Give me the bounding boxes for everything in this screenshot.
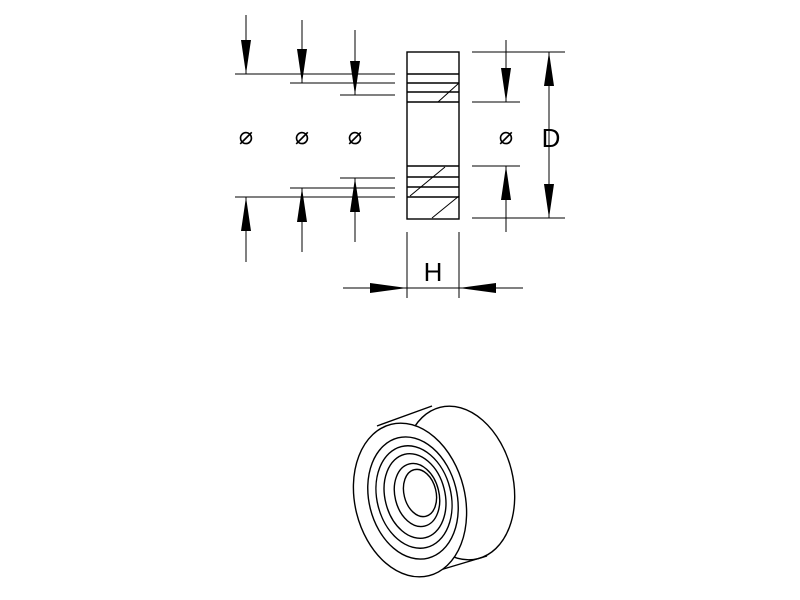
- label-width: H: [424, 257, 443, 287]
- bore-dimension-leader: [501, 40, 511, 232]
- bearing-seal-ring: [375, 445, 453, 549]
- outer-diameter-dimension: [544, 52, 554, 218]
- diameter-symbol-bore: ⌀: [499, 122, 513, 150]
- diameter-symbol-3: ⌀: [348, 122, 362, 150]
- section-lower-hatching: [407, 165, 460, 219]
- bearing-bore: [402, 468, 438, 518]
- label-outer-diameter: D: [542, 123, 561, 153]
- bearing-section-view: [406, 51, 460, 220]
- bearing-outer-ring: [367, 436, 459, 560]
- bearing-top-tangent: [376, 405, 433, 427]
- bearing-bore-edge: [393, 462, 441, 528]
- dimension-leader-2: [297, 20, 307, 252]
- bearing-isometric-view: [352, 405, 516, 578]
- diameter-symbol-1: ⌀: [239, 122, 253, 150]
- diameter-dimensions-left: ⌀ ⌀ ⌀: [235, 15, 395, 262]
- width-dimension: [343, 232, 523, 298]
- bearing-inner-ring: [383, 452, 447, 540]
- bearing-front-face: [352, 422, 468, 578]
- dimension-leader-1: [241, 15, 251, 262]
- section-upper-hatching: [407, 73, 460, 103]
- diameter-symbol-2: ⌀: [295, 122, 309, 150]
- diameter-dimensions-right: ⌀ D: [472, 40, 565, 232]
- section-outline: [406, 51, 460, 220]
- dimension-leader-3: [350, 30, 360, 242]
